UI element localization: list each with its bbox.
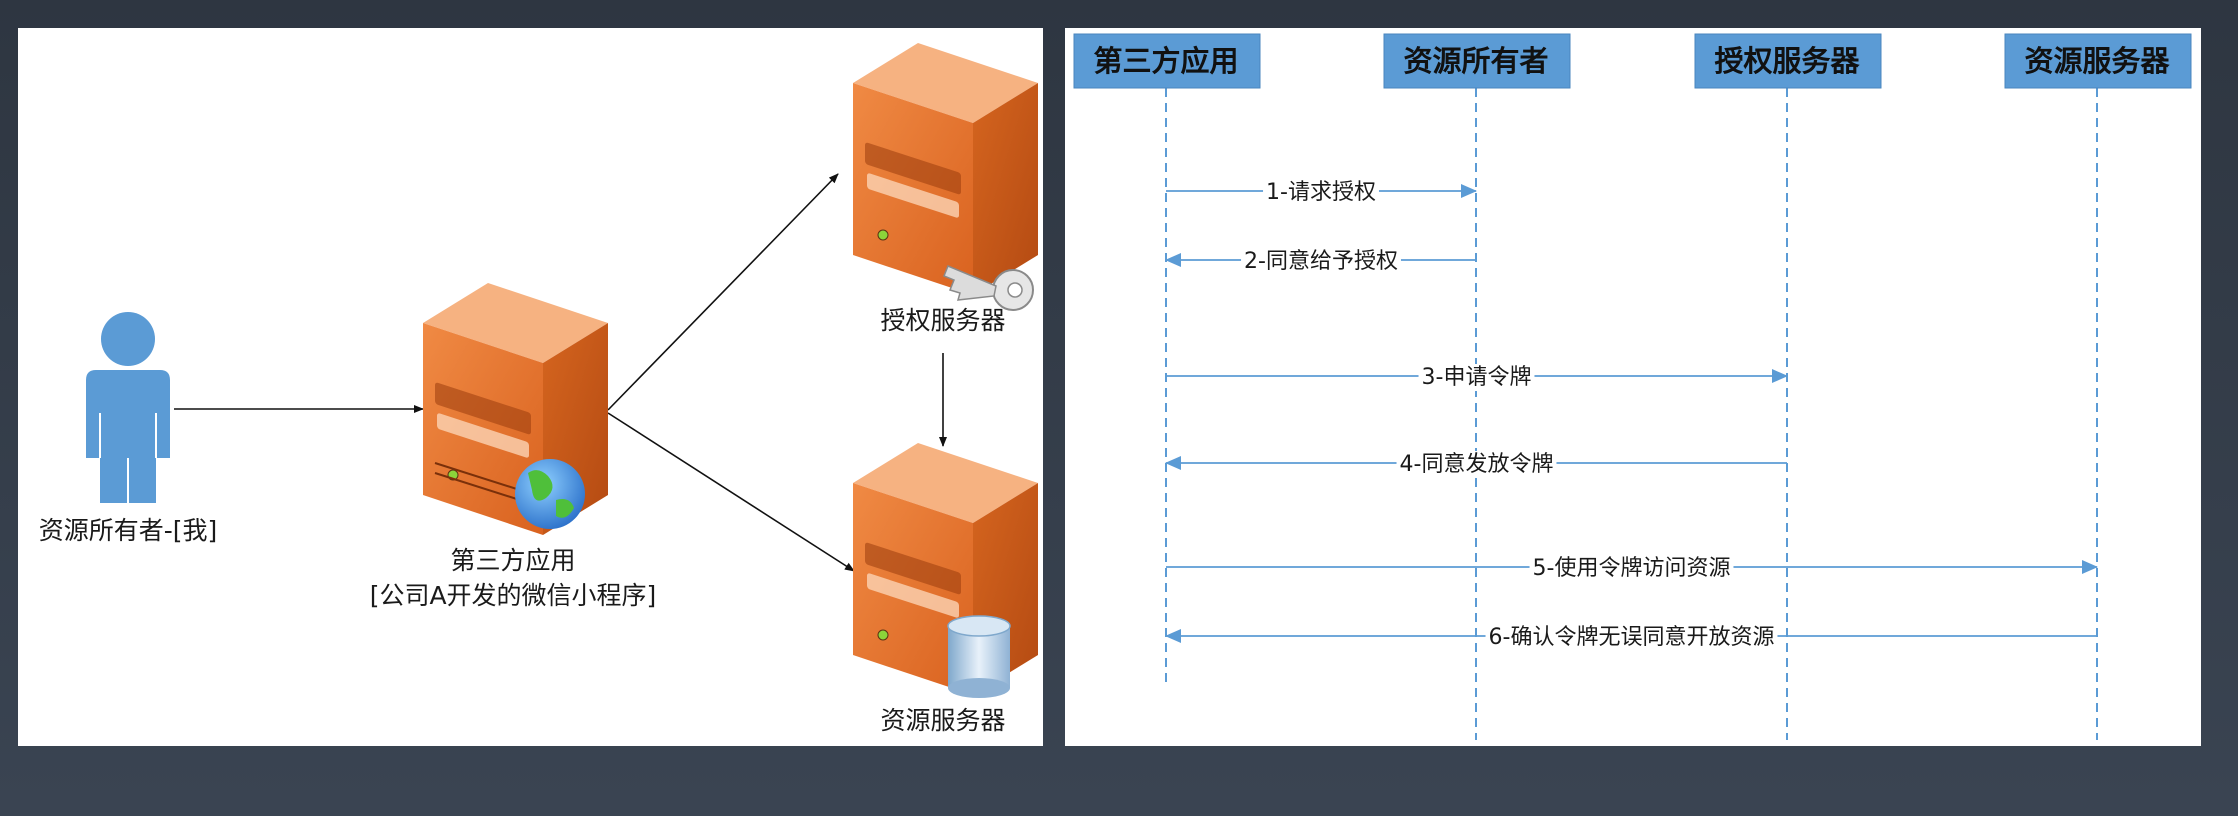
auth-server-label: 授权服务器 — [880, 306, 1005, 335]
message-label-2: 2-同意给予授权 — [1244, 249, 1398, 274]
architecture-diagram: 资源所有者-[我] 第三方应用 [公司A开发的微信小程序] — [18, 28, 1043, 746]
sequence-diagram: 第三方应用 资源所有者 授权服务器 资源服务器 1-请求授权 2-同意给予授权 3-申请令牌… — [1065, 28, 2201, 746]
participant-label-3: 资源服务器 — [2024, 44, 2170, 78]
globe-icon — [515, 459, 585, 529]
resource-owner-label: 资源所有者-[我] — [39, 516, 218, 545]
participant-label-2: 授权服务器 — [1714, 44, 1860, 78]
key-icon — [943, 265, 1034, 311]
client-sublabel: [公司A开发的微信小程序] — [370, 581, 657, 610]
participant-label-1: 资源所有者 — [1403, 44, 1548, 78]
message-label-bg-5 — [1529, 555, 1734, 582]
resource-server-label: 资源服务器 — [880, 706, 1005, 735]
participant-header-1 — [1383, 33, 1571, 89]
message-label-bg-2 — [1241, 248, 1401, 275]
client-to-resource-arrow — [607, 412, 855, 572]
message-label-4: 4-同意发放令牌 — [1400, 452, 1554, 477]
message-label-1: 1-请求授权 — [1266, 180, 1376, 205]
participant-header-2 — [1694, 33, 1882, 89]
resource-server-icon — [853, 443, 1038, 695]
participant-label-0: 第三方应用 — [1093, 44, 1238, 78]
client-label: 第三方应用 — [450, 546, 575, 575]
message-label-6: 6-确认令牌无误同意开放资源 — [1489, 625, 1775, 650]
message-label-bg-4 — [1396, 451, 1557, 478]
message-label-bg-3 — [1418, 364, 1535, 391]
auth-server-icon — [853, 43, 1038, 295]
message-label-bg-1 — [1263, 179, 1379, 206]
message-label-bg-6 — [1485, 624, 1778, 651]
sequence-svg: 第三方应用 资源所有者 授权服务器 资源服务器 1-请求授权 2-同意给予授权 3-申请令牌… — [1073, 33, 2192, 740]
participant-header-0 — [1073, 33, 1261, 89]
message-label-5: 5-使用令牌访问资源 — [1533, 556, 1731, 581]
database-icon — [947, 615, 1011, 698]
person-icon — [86, 312, 170, 503]
participant-header-3 — [2004, 33, 2192, 89]
architecture-svg: 资源所有者-[我] 第三方应用 [公司A开发的微信小程序] — [39, 43, 1038, 735]
client-to-auth-arrow — [607, 173, 839, 411]
message-label-3: 3-申请令牌 — [1422, 365, 1532, 390]
